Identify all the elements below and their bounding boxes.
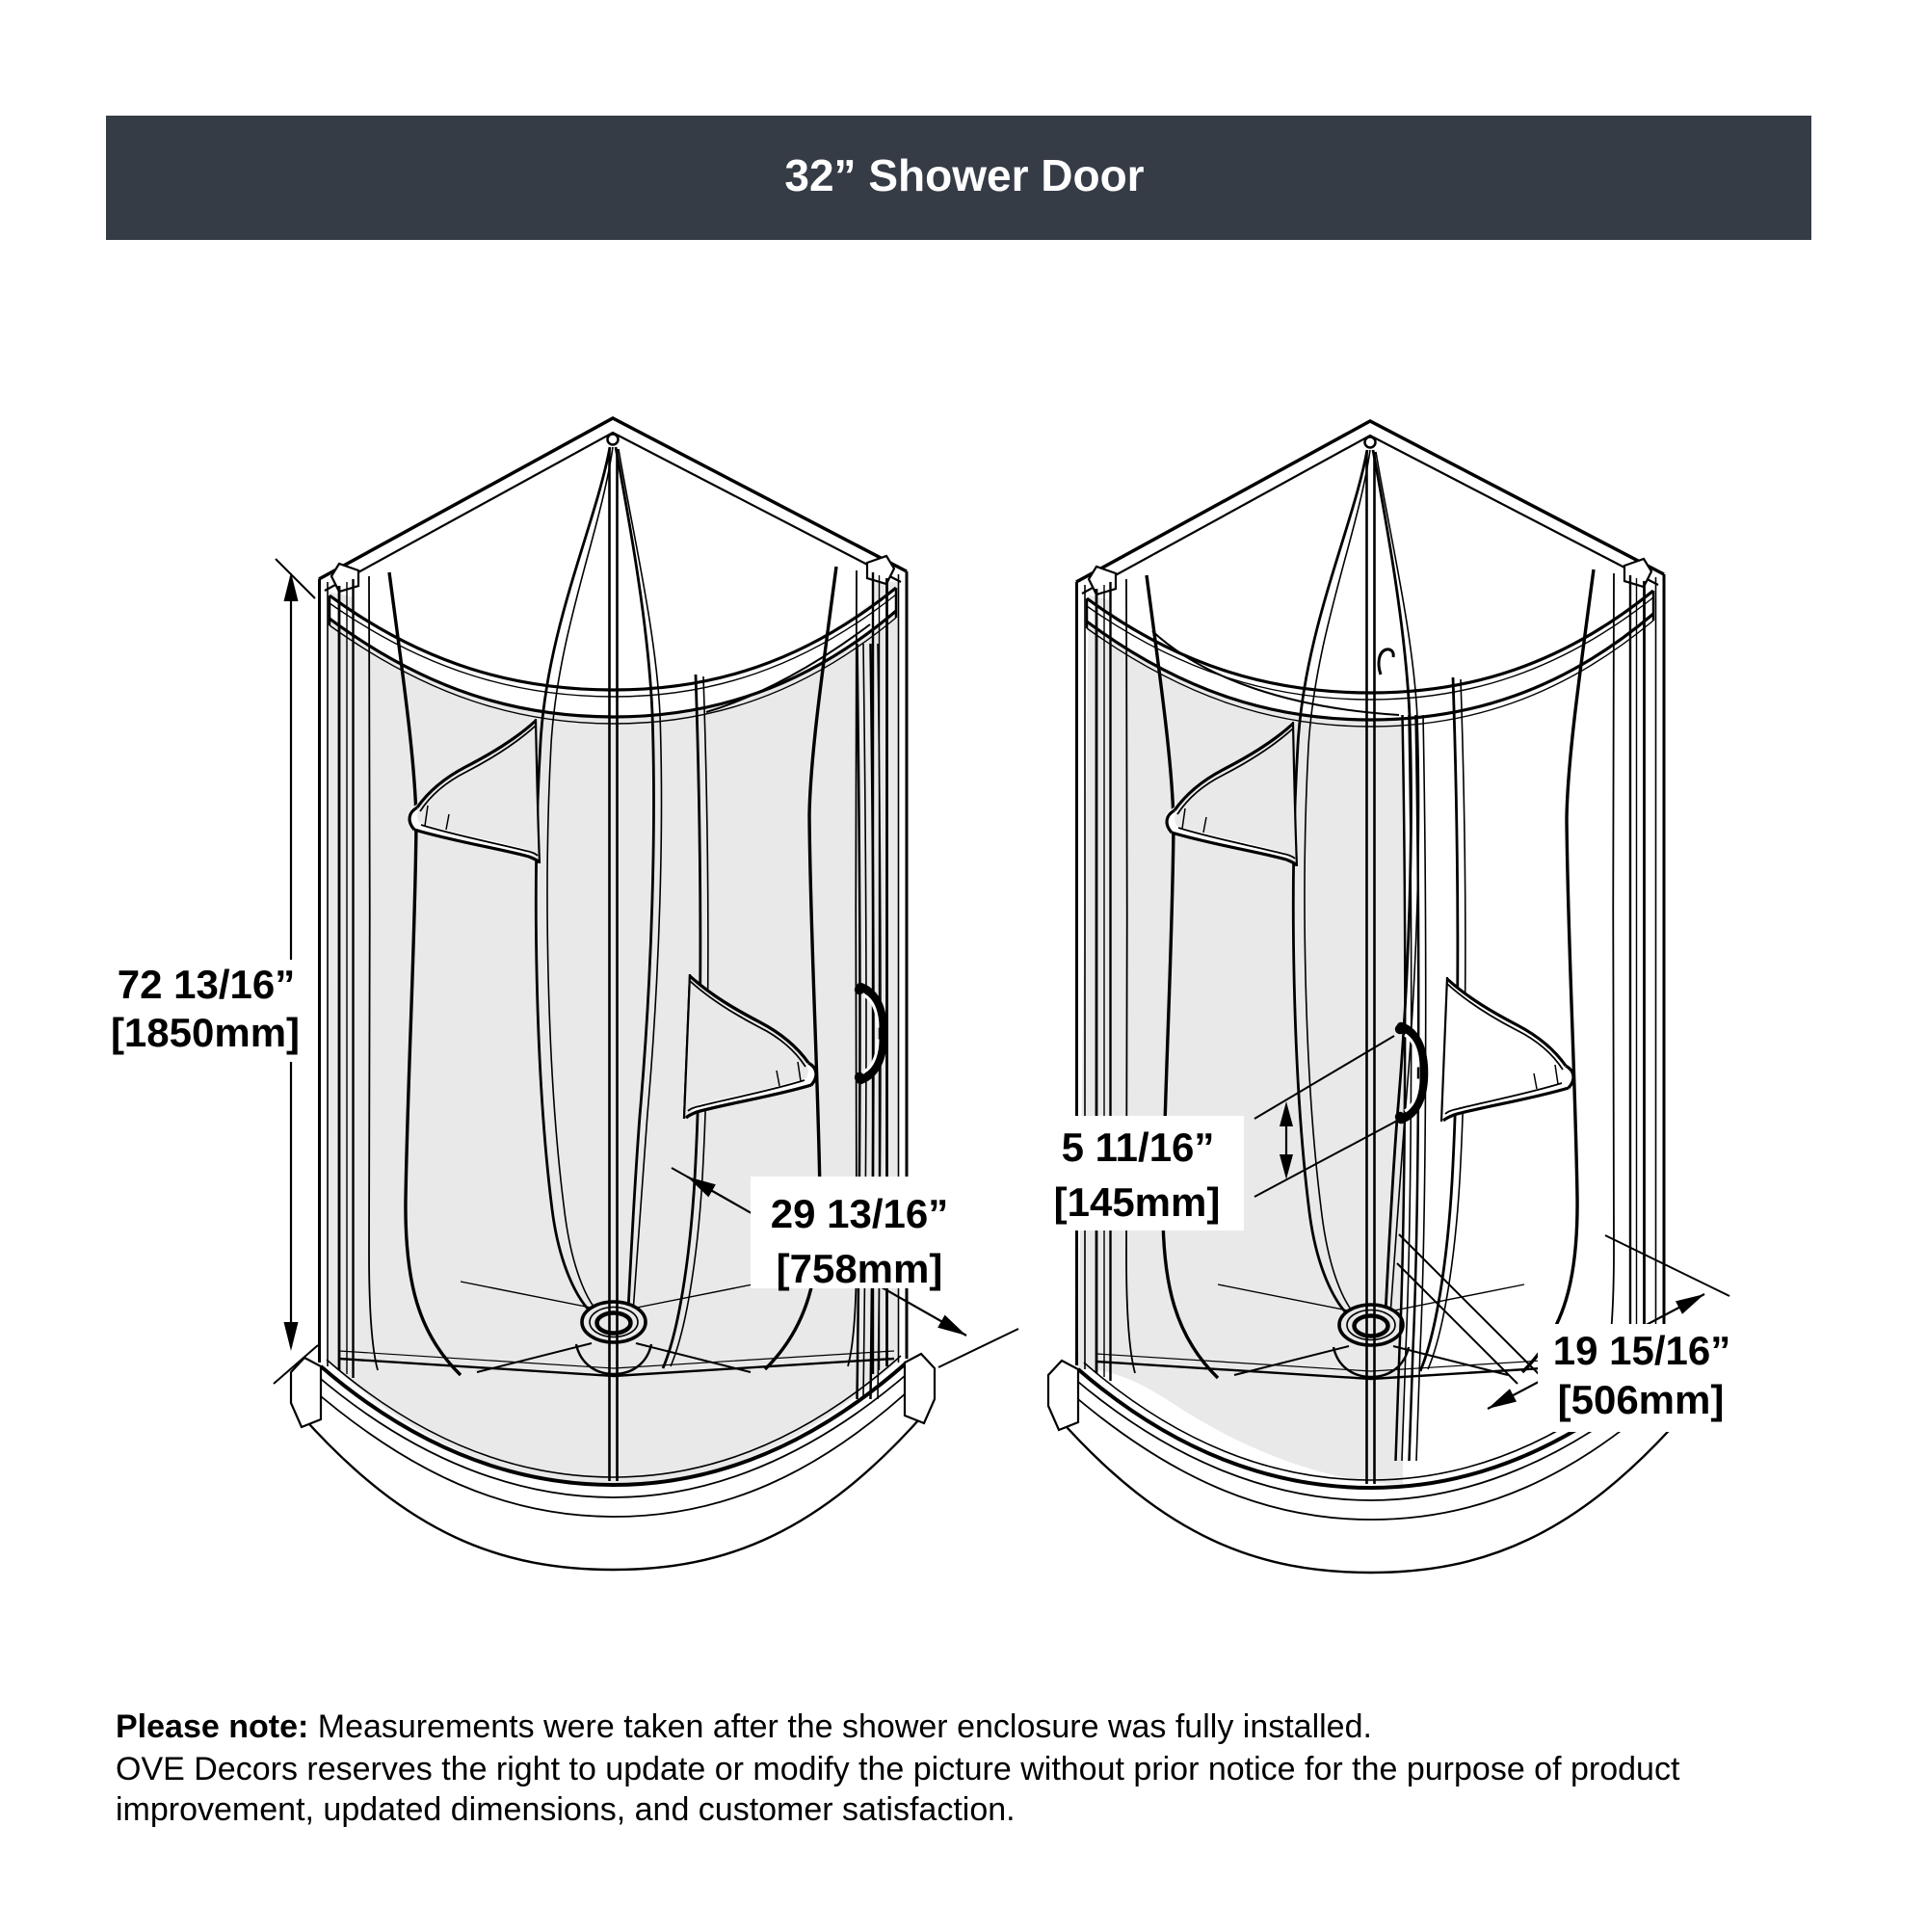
svg-text:5 11/16”: 5 11/16” — [1062, 1125, 1215, 1170]
svg-text:[145mm]: [145mm] — [1054, 1179, 1221, 1225]
svg-text:[758mm]: [758mm] — [777, 1246, 943, 1291]
svg-text:29 13/16”: 29 13/16” — [771, 1191, 949, 1236]
svg-text:improvement, updated dimension: improvement, updated dimensions, and cus… — [116, 1791, 1016, 1828]
svg-text:19 15/16”: 19 15/16” — [1553, 1328, 1731, 1373]
svg-text:OVE Decors reserves the right: OVE Decors reserves the right to update … — [116, 1751, 1680, 1787]
svg-text:32” Shower Door: 32” Shower Door — [784, 150, 1144, 200]
svg-text:[1850mm]: [1850mm] — [111, 1010, 300, 1055]
svg-text:[506mm]: [506mm] — [1558, 1377, 1725, 1422]
svg-text:Please note: Measurements were: Please note: Measurements were taken aft… — [116, 1708, 1372, 1745]
svg-text:72 13/16”: 72 13/16” — [118, 962, 296, 1007]
